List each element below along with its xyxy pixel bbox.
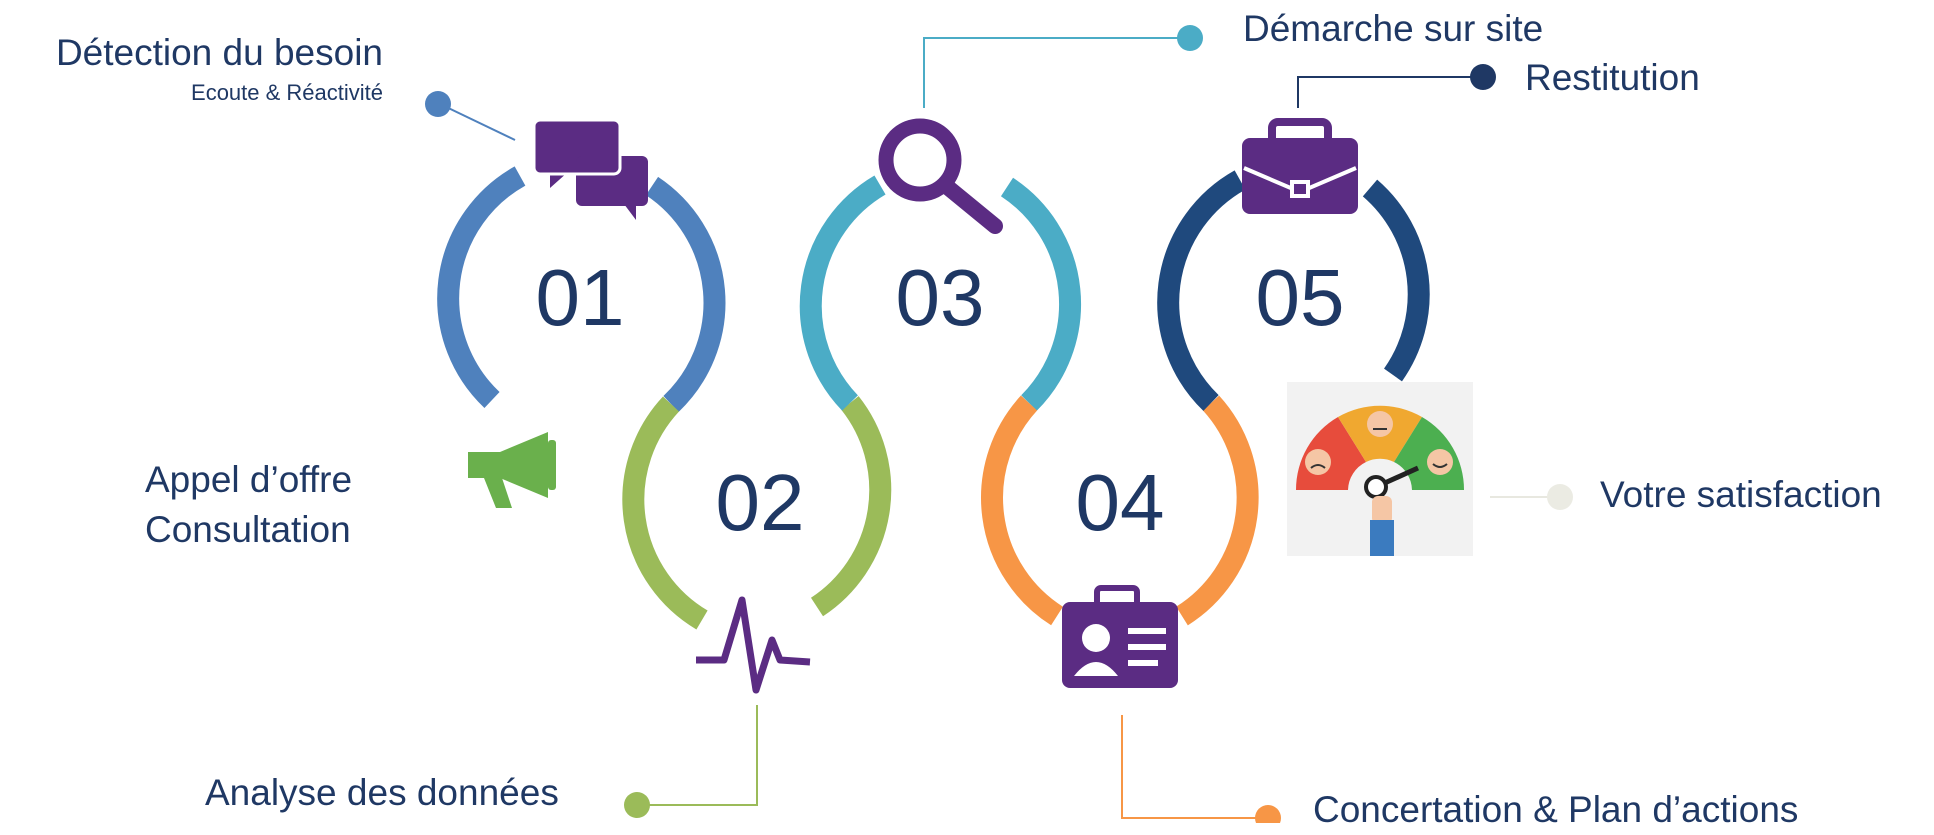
connector-satisfaction: [1490, 484, 1573, 510]
arc-step-05: [1157, 170, 1246, 411]
arc-step-01-right: [645, 176, 726, 412]
connector-step-01: [425, 91, 516, 141]
connector-step-04: [1121, 715, 1281, 823]
label-step-05: Restitution: [1525, 57, 1700, 98]
satisfaction-gauge-icon: [1287, 382, 1473, 556]
briefcase-icon: [1242, 118, 1358, 214]
step-number-02: 02: [716, 458, 805, 547]
label-step-02: Analyse des données: [205, 772, 559, 813]
megaphone-icon: [468, 432, 556, 508]
arc-step-05-right: [1362, 179, 1430, 382]
label-step-01: Détection du besoin: [55, 32, 383, 73]
intro-line-1: Appel d’offre: [145, 459, 353, 500]
connector-step-03: [923, 25, 1203, 108]
step-number-03: 03: [896, 253, 985, 342]
arc-step-01: [437, 166, 526, 408]
arc-step-04-right: [1176, 395, 1259, 626]
step-number-04: 04: [1076, 458, 1165, 547]
arc-step-04: [981, 395, 1064, 626]
search-icon: [878, 118, 1003, 234]
step-number-05: 05: [1256, 253, 1345, 342]
arc-step-03: [799, 175, 886, 411]
label-step-03: Démarche sur site: [1243, 8, 1544, 49]
pulse-icon: [696, 596, 811, 694]
arc-step-03-right: [1000, 177, 1081, 411]
chat-icon: [532, 118, 648, 220]
connector-step-05: [1297, 64, 1496, 108]
intro-line-2: Consultation: [145, 509, 351, 550]
connector-step-02: [624, 705, 758, 818]
label-satisfaction: Votre satisfaction: [1600, 474, 1882, 515]
sublabel-step-01: Ecoute & Réactivité: [191, 80, 383, 105]
arc-step-02-right: [810, 396, 892, 617]
id-card-icon: [1062, 585, 1178, 688]
arc-step-02: [622, 396, 708, 630]
step-number-01: 01: [536, 253, 625, 342]
label-step-04: Concertation & Plan d’actions: [1313, 789, 1799, 830]
